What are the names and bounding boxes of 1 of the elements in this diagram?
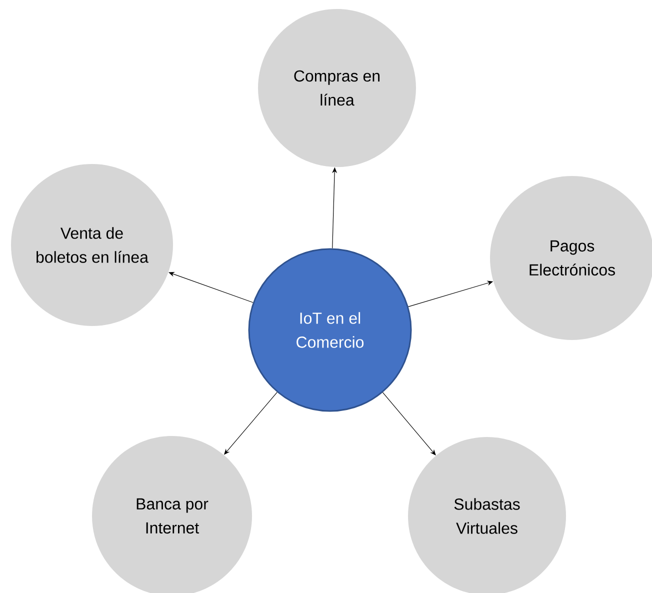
arrow bbox=[382, 392, 436, 456]
